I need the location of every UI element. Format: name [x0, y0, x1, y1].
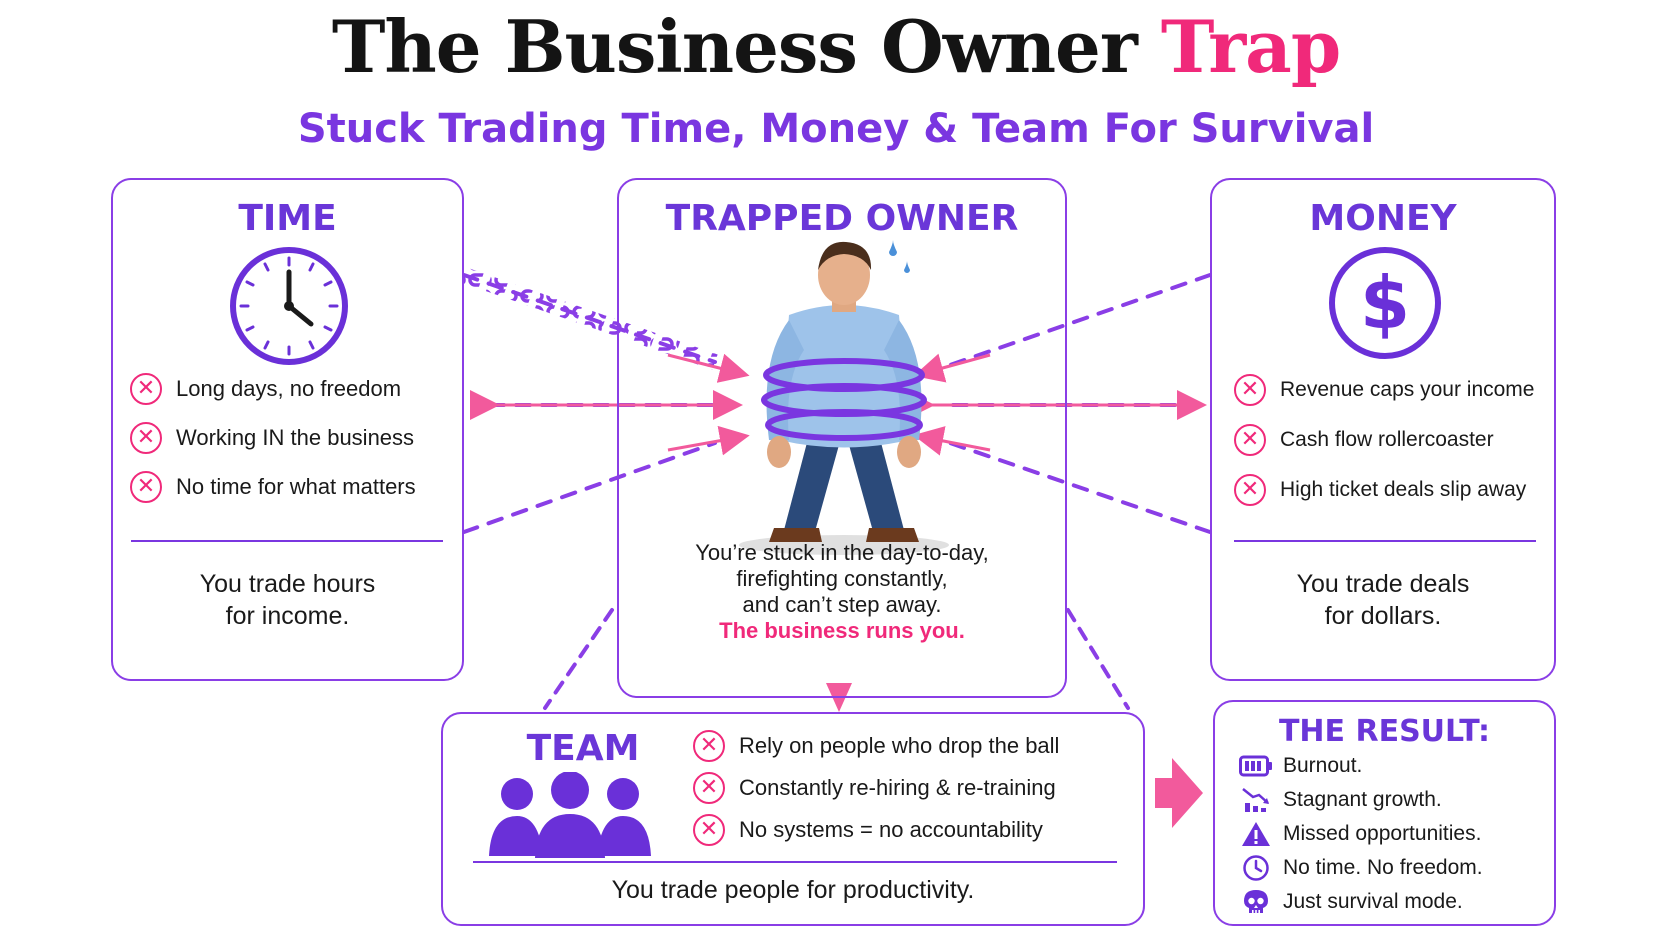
trapped-owner-title: TRAPPED OWNER	[665, 198, 1019, 239]
team-summary: You trade people for productivity.	[611, 876, 975, 904]
chain-team-right-links	[1066, 608, 1130, 710]
page-subtitle: Stuck Trading Time, Money & Team For Sur…	[297, 106, 1375, 152]
result-item-2: Stagnant growth.	[1239, 786, 1442, 814]
trapped-owner-punchline: The business runs you.	[719, 618, 965, 643]
chain-time-upper-links	[462, 273, 717, 364]
team-divider	[473, 861, 1117, 863]
chain-money-upper-links	[948, 273, 1212, 367]
time-divider	[131, 540, 443, 542]
arrow-time-lower	[667, 425, 750, 456]
skull-icon	[1239, 888, 1273, 916]
team-bullet-1: ✕ Rely on people who drop the ball	[693, 730, 1059, 762]
result-title: THE RESULT:	[1278, 714, 1491, 749]
money-summary: You trade deals for dollars.	[1296, 570, 1470, 630]
x-icon: ✕	[1234, 374, 1266, 406]
chain-team-left-links	[543, 608, 614, 710]
svg-text:$: $	[1360, 261, 1410, 345]
page-title-accent: Trap	[1160, 4, 1341, 89]
time-bullet-3: ✕ No time for what matters	[130, 471, 416, 503]
team-bullet-2: ✕ Constantly re-hiring & re-training	[693, 772, 1056, 804]
time-card: TIME ✕ Long days, no freedom ✕ Working I…	[111, 178, 464, 681]
trapped-owner-caption: You’re stuck in the day-to-day, firefigh…	[619, 540, 1065, 644]
trapped-owner-illustration	[739, 240, 949, 555]
dollar-icon: $	[1329, 247, 1441, 359]
team-people-icon	[489, 772, 651, 858]
x-icon: ✕	[693, 814, 725, 846]
arrow-money-lower	[913, 426, 991, 456]
x-icon: ✕	[693, 730, 725, 762]
clock-icon	[230, 247, 348, 365]
result-item-3: Missed opportunities.	[1239, 820, 1481, 848]
team-card: TEAM ✕ Rely on people who drop the ball …	[441, 712, 1145, 926]
chain-time-lower-links	[462, 441, 717, 534]
result-item-5: Just survival mode.	[1239, 888, 1463, 916]
money-bullet-1: ✕ Revenue caps your income	[1234, 374, 1534, 406]
money-card: MONEY $ ✕ Revenue caps your income ✕ Cas…	[1210, 178, 1556, 681]
time-bullet-2: ✕ Working IN the business	[130, 422, 414, 454]
x-icon: ✕	[130, 471, 162, 503]
money-divider	[1234, 540, 1536, 542]
result-item-1: Burnout.	[1239, 752, 1362, 780]
team-bullet-3: ✕ No systems = no accountability	[693, 814, 1043, 846]
time-bullet-1: ✕ Long days, no freedom	[130, 373, 401, 405]
x-icon: ✕	[1234, 474, 1266, 506]
x-icon: ✕	[130, 373, 162, 405]
chain-money-lower-links	[948, 441, 1212, 534]
x-icon: ✕	[130, 422, 162, 454]
declining-chart-icon	[1239, 786, 1273, 814]
clock-icon	[1239, 854, 1273, 882]
page-title-main: The Business Owner	[331, 4, 1138, 89]
time-summary: You trade hours for income.	[199, 570, 376, 630]
warning-icon	[1239, 820, 1273, 848]
trapped-owner-card: TRAPPED OWNER You’re stuck in the day-to…	[617, 178, 1067, 698]
arrow-team-to-result	[1155, 758, 1203, 828]
money-bullet-2: ✕ Cash flow rollercoaster	[1234, 424, 1494, 456]
team-title: TEAM	[526, 728, 640, 769]
result-card: THE RESULT: Burnout. Stagnant growth.	[1213, 700, 1556, 926]
money-bullet-3: ✕ High ticket deals slip away	[1234, 474, 1526, 506]
money-title: MONEY	[1309, 198, 1457, 239]
arrow-money-upper	[913, 353, 991, 383]
low-battery-icon	[1239, 752, 1273, 780]
page-title: The Business Owner Trap	[0, 4, 1672, 90]
pink-arrows	[470, 353, 1207, 828]
x-icon: ✕	[1234, 424, 1266, 456]
time-title: TIME	[238, 198, 337, 239]
result-item-4: No time. No freedom.	[1239, 854, 1483, 882]
x-icon: ✕	[693, 772, 725, 804]
arrow-time-upper	[667, 353, 750, 383]
